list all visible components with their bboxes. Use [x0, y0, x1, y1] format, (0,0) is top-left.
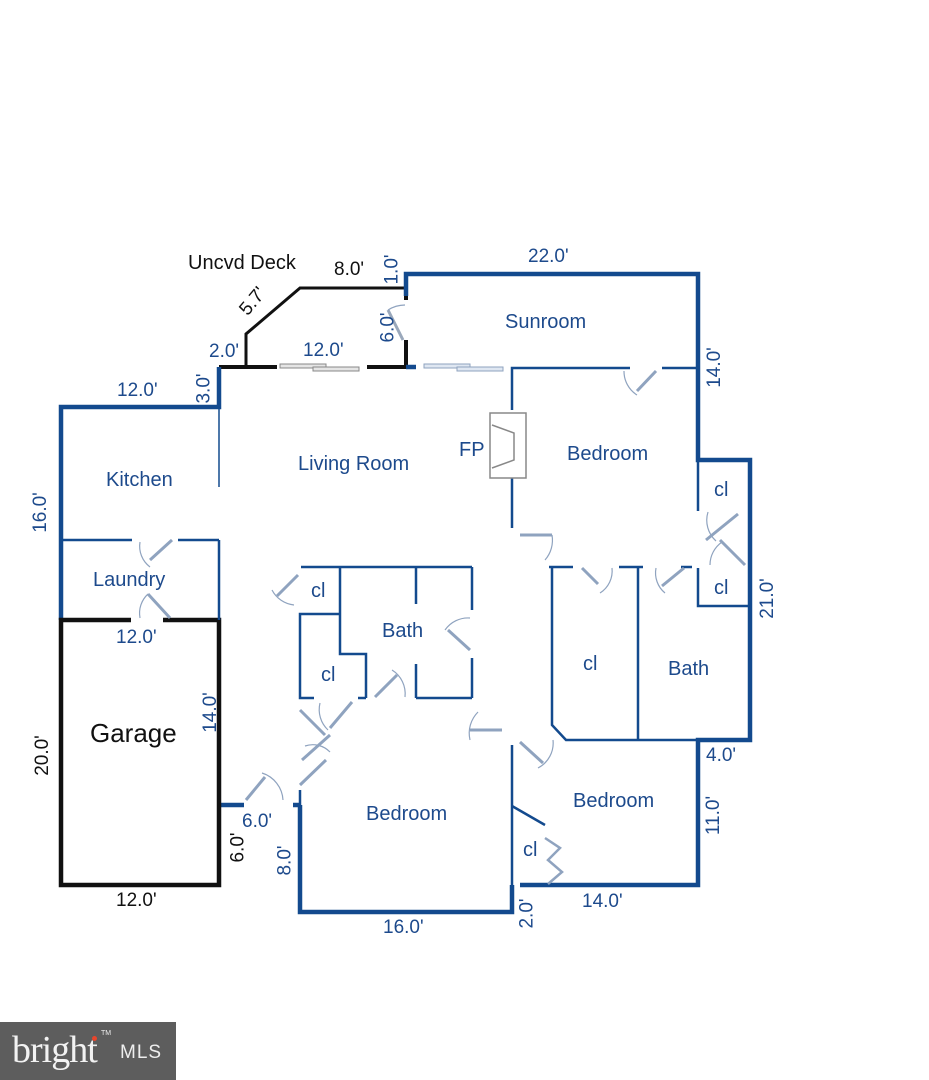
- dim-kitchen-top: 12.0': [117, 380, 158, 401]
- logo-trademark: TM: [101, 1030, 112, 1037]
- dim-kitchen-step: 3.0': [193, 373, 215, 404]
- dim-garage-bottom: 12.0': [116, 890, 157, 911]
- dim-east-wall: 21.0': [756, 578, 778, 619]
- dim-entry-width: 6.0': [242, 811, 273, 832]
- room-label-closet-ne-lower: cl: [714, 577, 729, 599]
- room-label-closet-walkin: cl: [583, 653, 598, 675]
- room-label-bedroom-ne: Bedroom: [567, 443, 649, 465]
- dim-laundry-bottom: 12.0': [116, 627, 157, 648]
- dim-deck-bottom: 12.0': [303, 340, 344, 361]
- room-label-closet-center-lower: cl: [321, 664, 336, 686]
- garage-walls: [58, 617, 222, 888]
- dim-bedroom-se-bottom: 14.0': [582, 891, 623, 912]
- sliding-door-sunroom: [423, 363, 504, 372]
- room-label-closet-se: cl: [523, 839, 538, 861]
- dim-bedroom-sw-bottom: 16.0': [383, 917, 424, 938]
- room-label-bath-center: Bath: [382, 620, 424, 642]
- logo-accent-dot-icon: [92, 1036, 97, 1041]
- logo-wordmark: bright: [12, 1029, 98, 1071]
- dim-garage-right-lower: 6.0': [227, 832, 249, 863]
- room-label-bedroom-sw: Bedroom: [366, 803, 448, 825]
- dim-garage-left: 20.0': [31, 735, 53, 776]
- door-swings: [138, 304, 747, 885]
- room-label-fireplace: FP: [459, 439, 485, 461]
- dim-deck-right-top: 1.0': [381, 254, 403, 285]
- room-label-kitchen: Kitchen: [106, 469, 173, 491]
- dim-bedroom-sw-step: 2.0': [516, 898, 538, 929]
- dim-sunroom-top: 22.0': [528, 246, 569, 267]
- dim-deck-door: 6.0': [377, 312, 399, 343]
- room-label-sunroom: Sunroom: [505, 311, 587, 333]
- deck-outline: [219, 283, 408, 369]
- room-label-bedroom-se: Bedroom: [573, 790, 655, 812]
- dim-kitchen-left: 16.0': [29, 492, 51, 533]
- dim-deck-left: 2.0': [209, 341, 240, 362]
- room-label-closet-center-upper: cl: [311, 580, 326, 602]
- dim-bedroom-sw-left: 8.0': [274, 845, 296, 876]
- sliding-door-deck: [279, 363, 360, 372]
- dim-east-step: 4.0': [706, 745, 737, 766]
- fireplace-symbol: [489, 412, 527, 479]
- room-label-living-room: Living Room: [298, 453, 410, 475]
- dim-sunroom-right: 14.0': [703, 347, 725, 388]
- logo-mls-text: MLS: [120, 1042, 163, 1063]
- dim-garage-right-upper: 14.0': [199, 692, 221, 733]
- bright-mls-logo: bright TM MLS: [0, 1022, 176, 1080]
- interior-walls: [61, 366, 750, 885]
- room-label-laundry: Laundry: [93, 569, 166, 591]
- room-label-bath-east: Bath: [668, 658, 710, 680]
- dim-deck-top: 8.0': [334, 259, 365, 280]
- room-label-deck: Uncvd Deck: [188, 252, 296, 274]
- dim-bedroom-se-right: 11.0': [703, 795, 725, 836]
- room-label-garage: Garage: [90, 718, 177, 748]
- room-label-closet-ne-upper: cl: [714, 479, 729, 501]
- exterior-walls: [58, 271, 753, 915]
